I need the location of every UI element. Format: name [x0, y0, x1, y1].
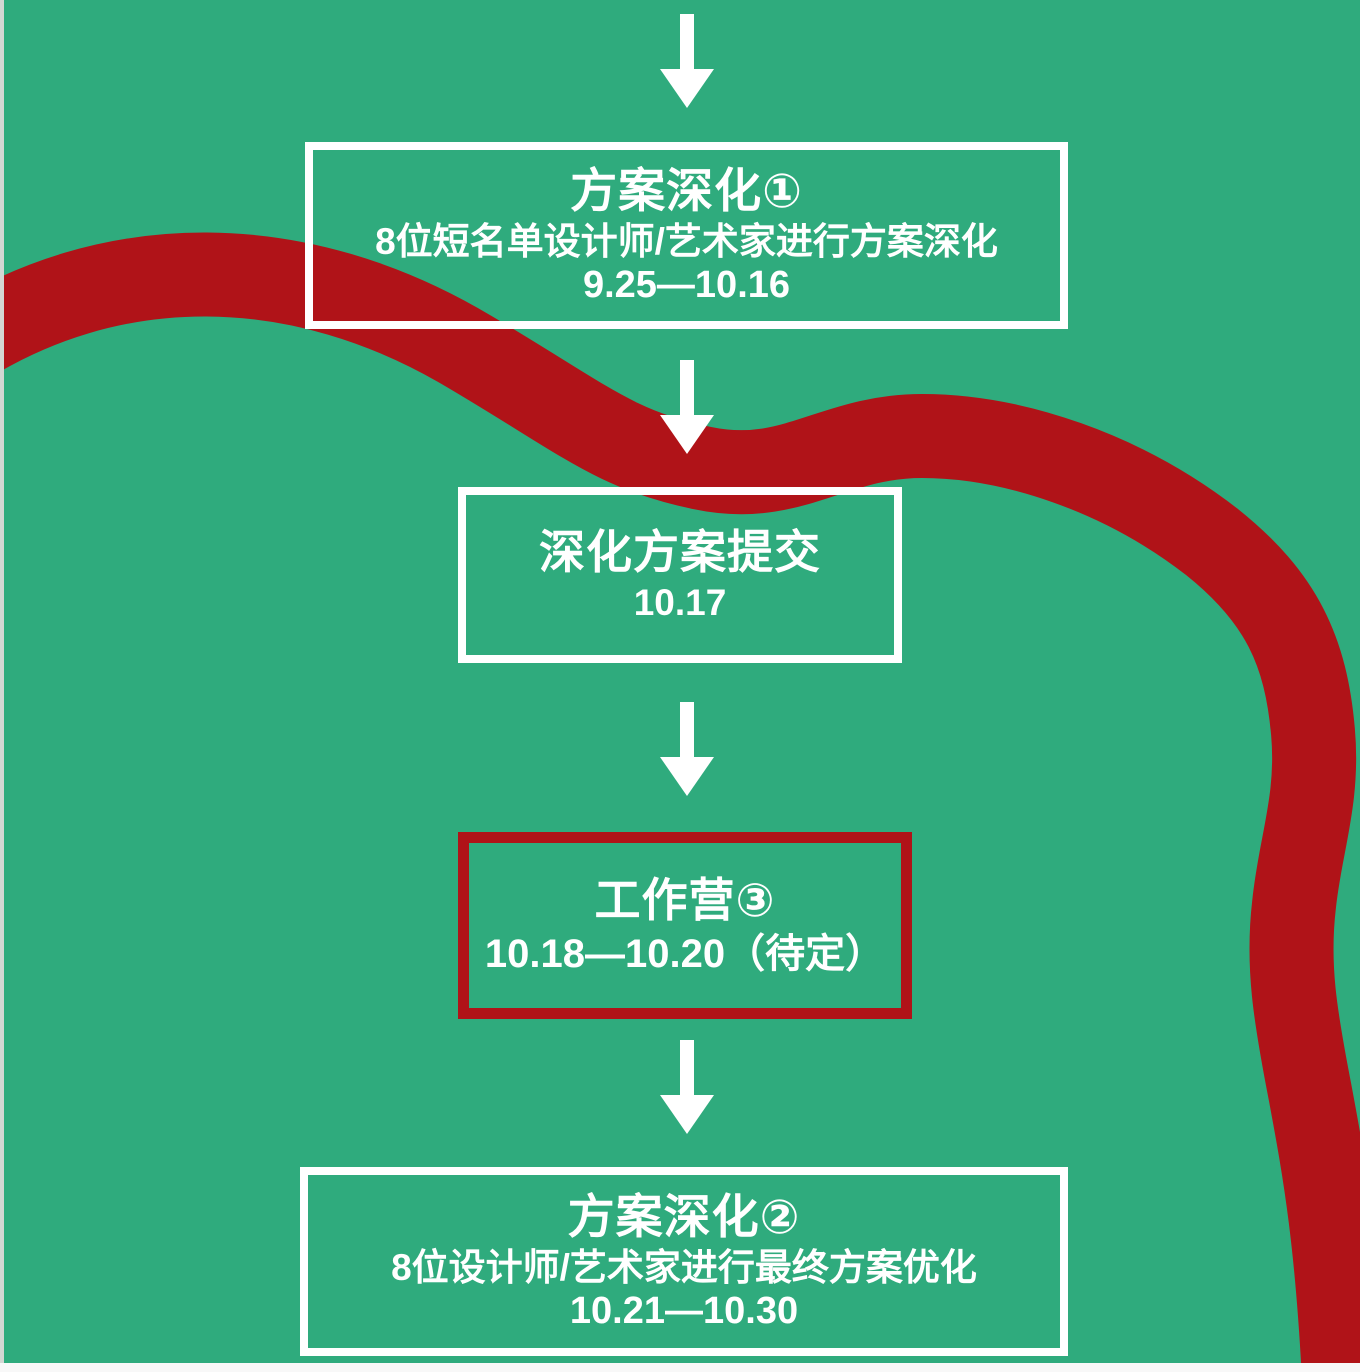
step-title: 方案深化② — [567, 1189, 801, 1243]
step-date: 10.21—10.30 — [569, 1289, 799, 1332]
flow-step-deepened-scheme-submission: 深化方案提交 10.17 — [458, 487, 902, 663]
step-date: 9.25—10.16 — [582, 263, 791, 306]
down-arrow-icon — [657, 14, 717, 108]
flow-step-scheme-deepening-2: 方案深化② 8位设计师/艺术家进行最终方案优化 10.21—10.30 — [300, 1167, 1068, 1356]
step-subtitle: 8位短名单设计师/艺术家进行方案深化 — [375, 220, 998, 262]
step-subtitle: 8位设计师/艺术家进行最终方案优化 — [391, 1246, 977, 1288]
step-title: 方案深化① — [570, 163, 803, 217]
down-arrow-icon — [657, 1040, 717, 1134]
down-arrow-icon — [657, 360, 717, 454]
flow-step-scheme-deepening-1: 方案深化① 8位短名单设计师/艺术家进行方案深化 9.25—10.16 — [305, 142, 1068, 329]
left-edge-strip — [0, 0, 4, 1372]
flow-step-workshop-3: 工作营③ 10.18—10.20（待定） — [458, 832, 912, 1019]
step-title: 深化方案提交 — [539, 526, 821, 579]
step-title: 工作营③ — [594, 873, 776, 926]
down-arrow-icon — [657, 702, 717, 796]
bottom-edge-strip — [0, 1363, 1360, 1372]
step-date: 10.18—10.20（待定） — [484, 931, 886, 976]
step-date: 10.17 — [633, 581, 727, 623]
